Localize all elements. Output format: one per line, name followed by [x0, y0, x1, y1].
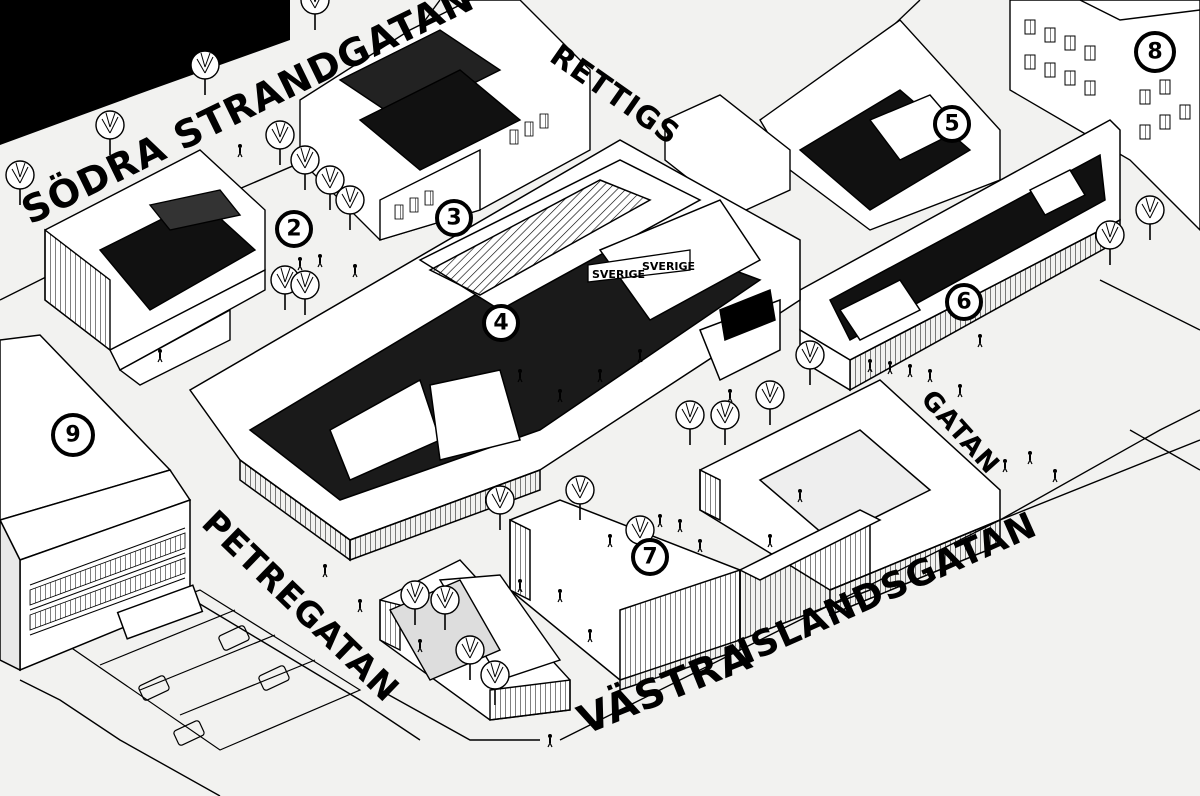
marker-4: 4	[482, 304, 520, 342]
marker-5-label: 5	[944, 112, 959, 137]
marker-2-label: 2	[286, 217, 301, 242]
building-3	[299, 0, 591, 241]
building-5	[664, 19, 1001, 231]
banner-text-right: SVERIGE	[642, 260, 695, 273]
dark-sky-corner	[0, 0, 290, 145]
marker-9-label: 9	[65, 423, 80, 448]
building-7-row	[509, 499, 882, 692]
building-2	[44, 149, 266, 386]
marker-7: 7	[631, 538, 669, 576]
banner-text-left: SVERIGE	[592, 268, 645, 281]
marker-8: 8	[1134, 31, 1176, 73]
marker-3-label: 3	[446, 206, 461, 231]
marker-5: 5	[933, 105, 971, 143]
marker-6: 6	[945, 283, 983, 321]
marker-7-label: 7	[642, 545, 657, 570]
marker-4-label: 4	[493, 311, 508, 336]
marker-6-label: 6	[956, 290, 971, 315]
building-6	[799, 119, 1121, 392]
marker-2: 2	[275, 210, 313, 248]
marker-3: 3	[435, 199, 473, 237]
marker-8-label: 8	[1147, 40, 1162, 65]
courtyard-building	[699, 379, 1001, 617]
sverige-banner: SVERIGE SVERIGE	[587, 249, 695, 283]
marker-9: 9	[51, 413, 95, 457]
